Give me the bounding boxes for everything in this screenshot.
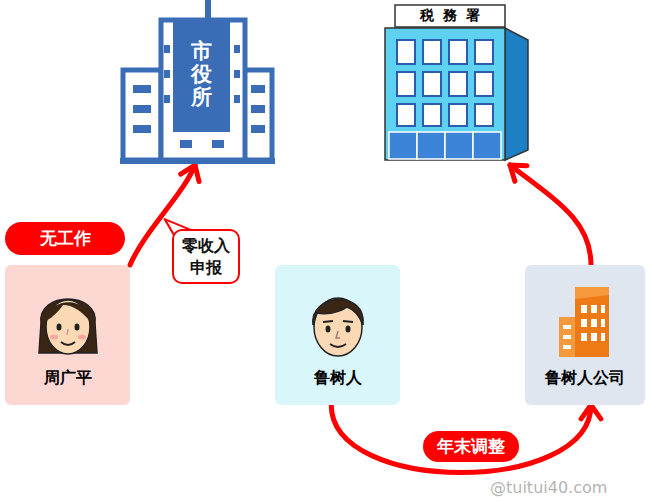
edge-label: 零收入申报 (182, 235, 230, 278)
status-tag: 无工作 (5, 222, 125, 255)
edge-label-pill: 年末调整 (423, 431, 519, 462)
building-sign-text: 税務署 (395, 7, 505, 25)
tax-office-building (375, 0, 530, 165)
arrow-head (181, 165, 199, 182)
company-building-icon (555, 283, 615, 359)
company-box: 鲁树人公司 (525, 265, 645, 405)
node-label: 周广平 (44, 368, 92, 389)
node-label: 鲁树人公司 (545, 368, 625, 389)
edge-label: 年末调整 (437, 435, 505, 458)
man-face (303, 281, 373, 365)
person-box: 鲁树人 (275, 265, 400, 405)
city-hall-node: 市役所 (120, 0, 275, 165)
arrow-head (581, 405, 601, 419)
woman-face (33, 281, 103, 365)
building-sign-text: 市役所 (191, 40, 212, 109)
tax-office-node: 税務署 (375, 0, 530, 165)
connector-arrow (510, 165, 591, 265)
watermark: @tuitui40.com (490, 478, 607, 497)
node-label: 无工作 (40, 227, 91, 250)
connector-arrow (331, 405, 591, 473)
arrow-head (510, 165, 527, 181)
node-label: 鲁树人 (314, 368, 362, 389)
speech-bubble: 零收入申报 (172, 229, 240, 284)
person-box: 周广平 (5, 265, 130, 405)
